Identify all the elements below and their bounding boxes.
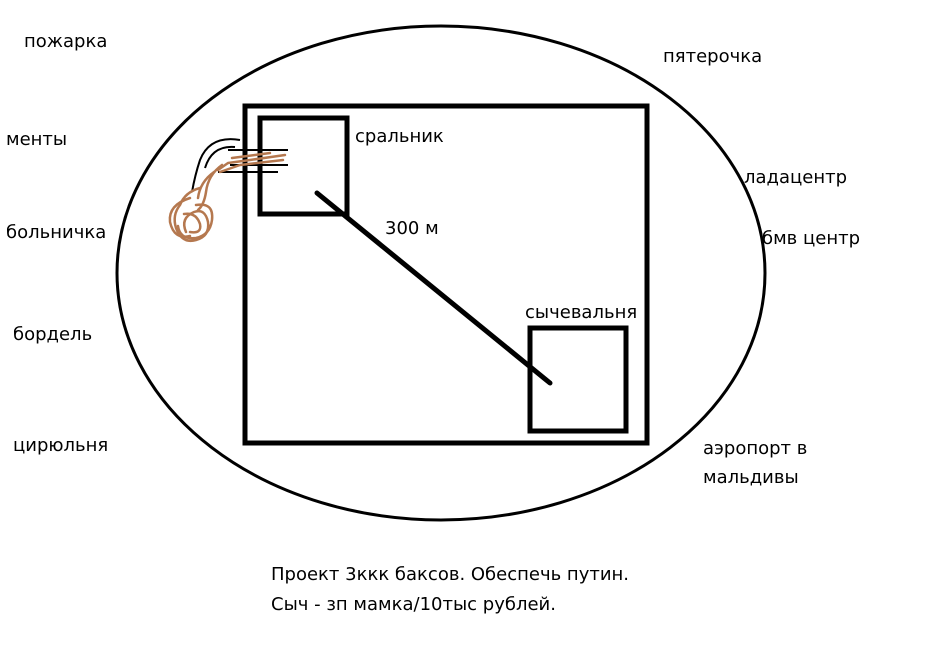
- label-sych-room: сычевальня: [525, 302, 638, 323]
- sych-room: [527, 325, 629, 434]
- brown-scribble: [168, 151, 287, 242]
- label-brothel: бордель: [13, 324, 93, 345]
- caption-line2: Сыч - зп мамка/10тыс рублей.: [271, 594, 556, 615]
- label-airport-line2: мальдивы: [703, 467, 799, 488]
- label-store: пятерочка: [663, 46, 763, 67]
- main-building: [242, 103, 650, 446]
- outer-boundary-ellipse: [115, 24, 767, 522]
- caption: Проект 3ккк баксов. Обеспечь путин. Сыч …: [271, 560, 629, 620]
- label-bmw-center: бмв центр: [762, 228, 861, 249]
- label-lada-center: ладацентр: [744, 167, 848, 188]
- path-line: [314, 190, 553, 386]
- label-distance: 300 м: [385, 218, 439, 239]
- label-toilet-room: сральник: [355, 126, 444, 147]
- label-fire-station: пожарка: [24, 31, 108, 52]
- caption-line1: Проект 3ккк баксов. Обеспечь путин.: [271, 564, 630, 585]
- label-barbershop: цирюльня: [13, 435, 109, 456]
- label-police: менты: [6, 129, 68, 150]
- label-hospital: больничка: [6, 222, 107, 243]
- label-airport-line1: аэропорт в: [703, 438, 808, 459]
